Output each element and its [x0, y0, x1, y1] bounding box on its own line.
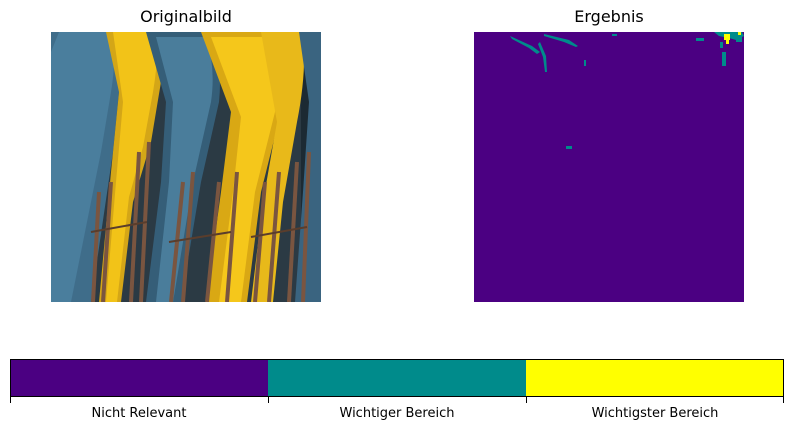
colorbar-tick [783, 397, 784, 403]
colorbar-tick [526, 397, 527, 403]
colorbar-label-not-relevant: Nicht Relevant [91, 406, 187, 421]
colorbar-tick [268, 397, 269, 403]
chairs-photo-icon [51, 32, 321, 302]
original-image-title: Originalbild [140, 7, 232, 26]
segmentation-mask-icon [474, 32, 744, 302]
colorbar-segment-important [268, 360, 526, 396]
result-image-title: Ergebnis [574, 7, 644, 26]
colorbar-segment-most-important [525, 360, 783, 396]
colorbar-segment-not-relevant [11, 360, 269, 396]
colorbar-label-important: Wichtiger Bereich [339, 406, 455, 421]
colorbar [10, 359, 784, 397]
result-image [474, 32, 744, 302]
original-image [51, 32, 321, 302]
colorbar-label-most-important: Wichtigster Bereich [591, 406, 719, 421]
colorbar-tick [10, 397, 11, 403]
